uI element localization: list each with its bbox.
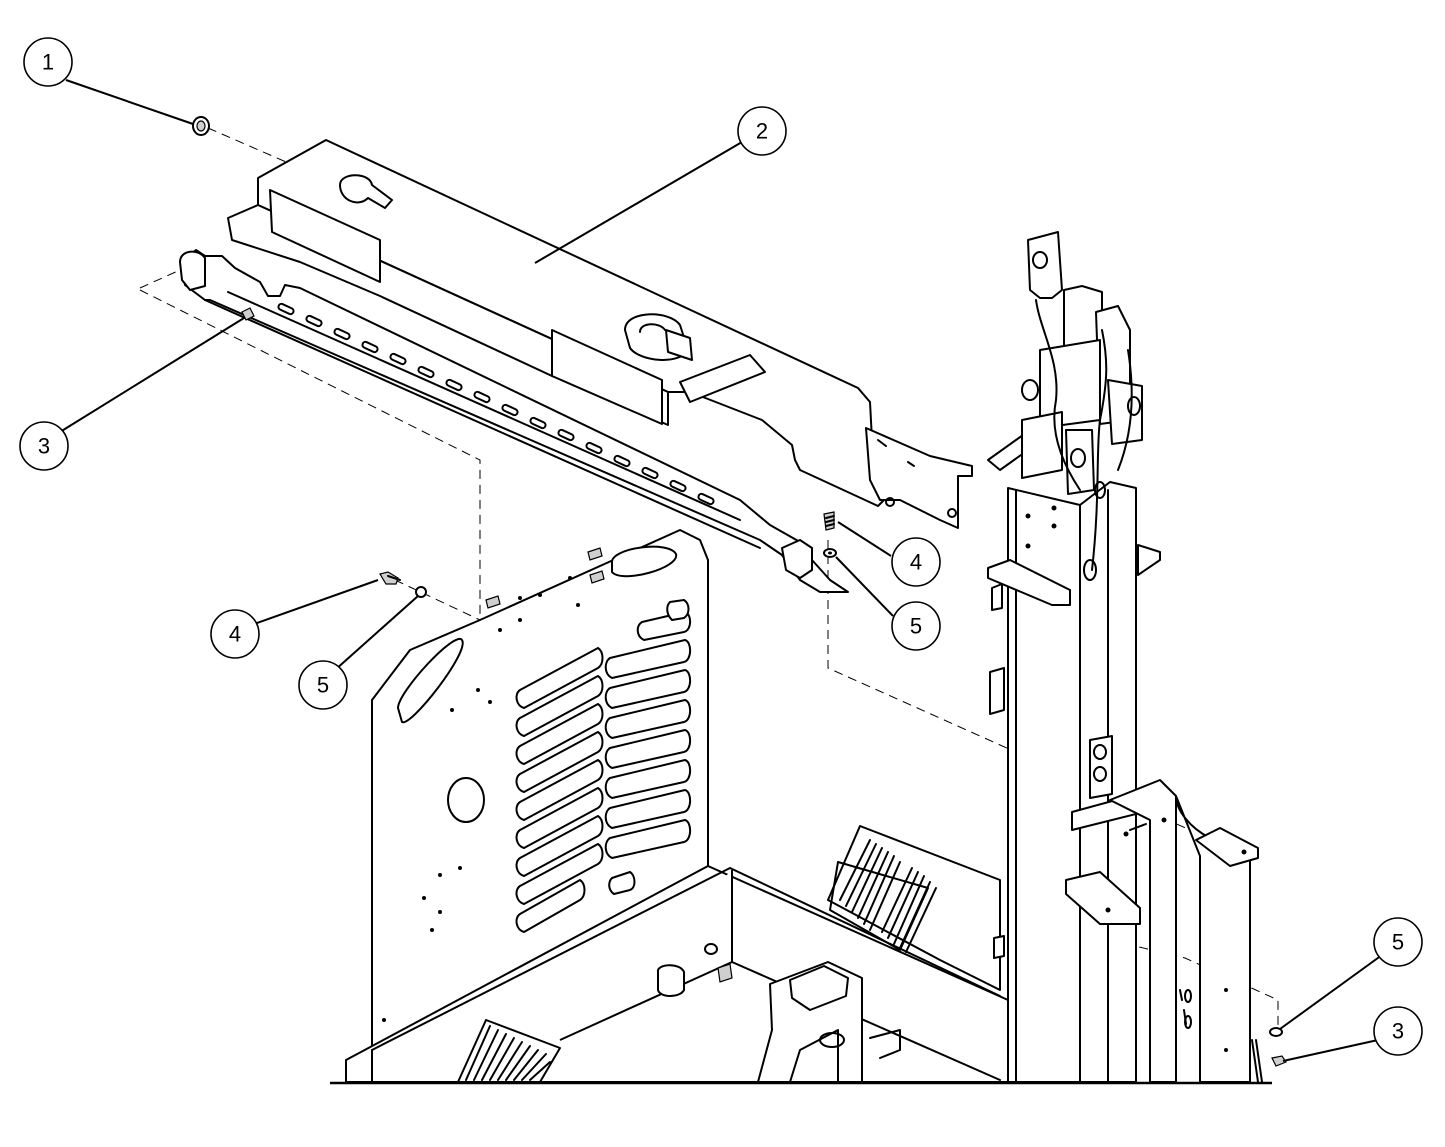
louvers [515,599,692,933]
top-frame-cover [179,139,973,593]
washer-icon [415,586,427,598]
panel-holes [382,576,580,1022]
callout-5: 5 [298,660,348,710]
callout-label: 3 [1392,1019,1404,1044]
leader-lines [59,79,1383,1062]
callout-label: 4 [229,622,241,647]
base-enclosure [345,825,1009,1083]
nut-icon [241,307,255,321]
callout-label: 2 [756,119,768,144]
callout-1: 1 [23,37,73,87]
washer-icon [823,548,837,558]
callout-4: 4 [210,609,260,659]
callout-5: 5 [1373,917,1423,967]
callout-label: 5 [1392,930,1404,955]
grommet-icon [192,116,210,136]
callout-label: 3 [38,434,50,459]
rear-grille [829,839,937,953]
callout-label: 1 [42,50,54,75]
callout-4: 4 [891,537,941,587]
washer-icon [1269,1027,1283,1037]
callout-3: 3 [19,421,69,471]
nut-icon [1271,1055,1287,1067]
rail-slots [277,302,715,506]
callout-label: 5 [910,614,922,639]
callout-5: 5 [891,601,941,651]
callout-2: 2 [737,106,787,156]
callout-label: 5 [317,673,329,698]
callout-3: 3 [1373,1006,1423,1056]
mast-assembly [987,231,1263,1083]
bolt-icon [823,511,835,531]
callout-label: 4 [910,550,922,575]
bolt-icon [379,571,401,585]
